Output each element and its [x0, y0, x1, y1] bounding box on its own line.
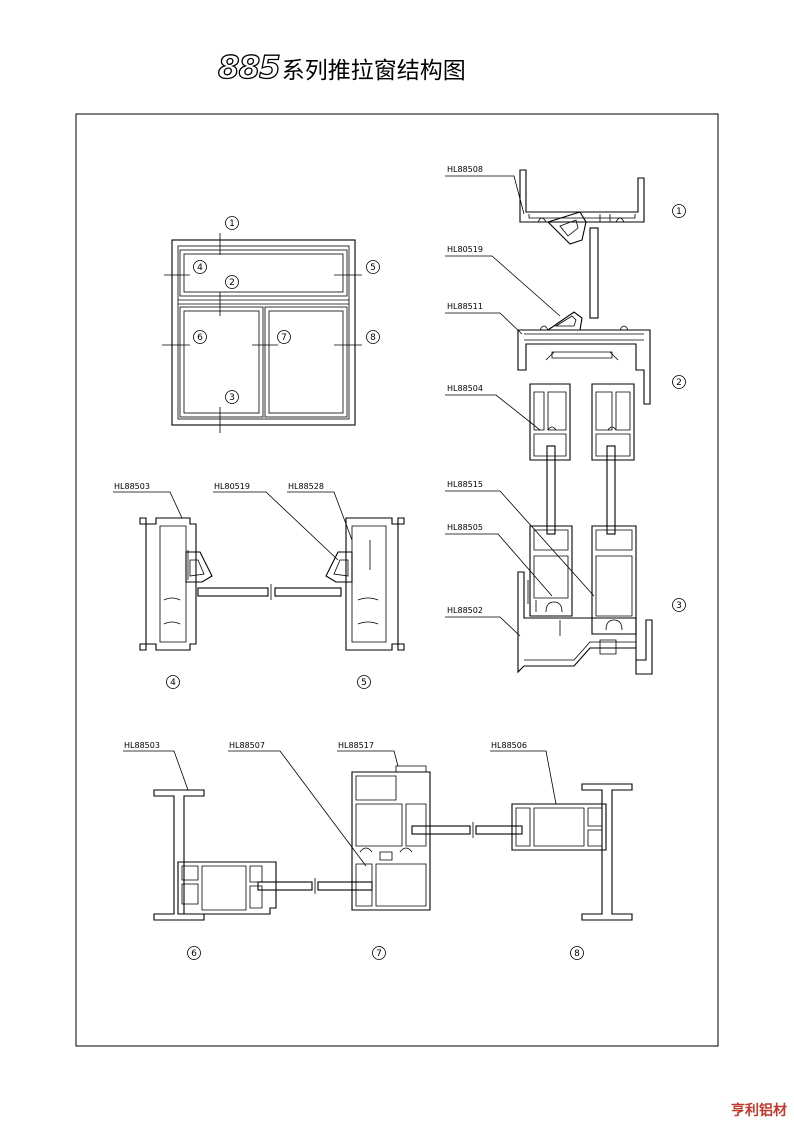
svg-text:6: 6: [197, 333, 203, 343]
elevation-marker-7: 7: [277, 330, 291, 344]
label-hl88507: HL88507: [229, 741, 265, 750]
svg-text:1: 1: [229, 219, 235, 229]
svg-text:3: 3: [229, 393, 235, 403]
svg-text:2: 2: [676, 378, 682, 388]
label-hl88504: HL88504: [447, 384, 483, 393]
vertical-section-profiles: [517, 169, 653, 675]
svg-text:5: 5: [370, 263, 376, 273]
svg-text:5: 5: [361, 678, 367, 688]
window-elevation: [162, 233, 362, 433]
title-series-number: 885: [217, 49, 281, 86]
horizontal-section-leaders: [123, 750, 557, 867]
label-hl80519-vertical: HL80519: [447, 245, 483, 254]
drawing-border: [75, 113, 719, 1047]
section-marker-4: 4: [166, 675, 180, 689]
label-hl88517: HL88517: [338, 741, 374, 750]
elevation-marker-4: 4: [193, 260, 207, 274]
elevation-marker-1: 1: [225, 216, 239, 230]
elevation-marker-5: 5: [366, 260, 380, 274]
svg-text:7: 7: [281, 333, 287, 343]
label-hl80519-side: HL80519: [214, 482, 250, 491]
label-hl88528: HL88528: [288, 482, 324, 491]
watermark-text: 亨利铝材: [731, 1103, 787, 1119]
elevation-marker-8: 8: [366, 330, 380, 344]
page-title: 885系列推拉窗结构图: [217, 49, 466, 90]
label-hl88502: HL88502: [447, 606, 483, 615]
label-hl88503-side: HL88503: [114, 482, 150, 491]
section-marker-5: 5: [357, 675, 371, 689]
vertical-section-leaders: [445, 175, 595, 637]
label-hl88503-horizontal: HL88503: [124, 741, 160, 750]
section-marker-7: 7: [372, 946, 386, 960]
section-marker-1: 1: [672, 204, 686, 218]
elevation-marker-3: 3: [225, 390, 239, 404]
svg-text:4: 4: [197, 263, 203, 273]
svg-text:1: 1: [676, 207, 682, 217]
svg-text:8: 8: [574, 949, 580, 959]
svg-text:2: 2: [229, 278, 235, 288]
section-marker-2: 2: [672, 375, 686, 389]
elevation-marker-6: 6: [193, 330, 207, 344]
section-marker-6: 6: [187, 946, 201, 960]
svg-text:6: 6: [191, 949, 197, 959]
label-hl88515: HL88515: [447, 480, 483, 489]
label-hl88505: HL88505: [447, 523, 483, 532]
svg-text:7: 7: [376, 949, 382, 959]
label-hl88506: HL88506: [491, 741, 527, 750]
elevation-marker-2: 2: [225, 275, 239, 289]
horizontal-section-profiles: [153, 765, 633, 921]
label-hl88508: HL88508: [447, 165, 483, 174]
section-marker-3: 3: [672, 598, 686, 612]
title-text: 系列推拉窗结构图: [281, 58, 466, 84]
section-marker-8: 8: [570, 946, 584, 960]
svg-text:4: 4: [170, 678, 176, 688]
side-section-profiles: [139, 517, 405, 651]
svg-text:3: 3: [676, 601, 682, 611]
label-hl88511: HL88511: [447, 302, 483, 311]
svg-text:8: 8: [370, 333, 376, 343]
side-section-leaders: [113, 491, 353, 561]
